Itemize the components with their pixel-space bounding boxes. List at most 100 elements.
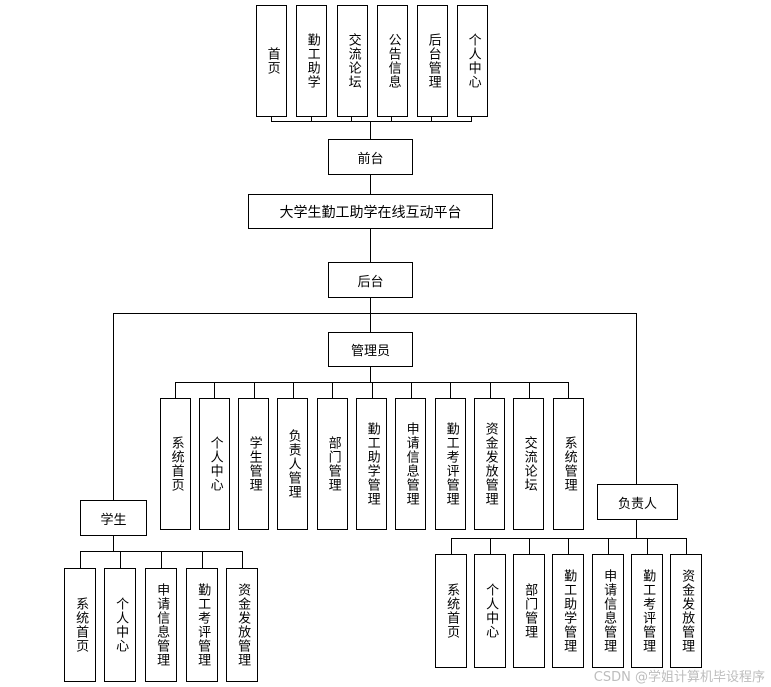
module-label: 个人中心 <box>483 583 499 639</box>
connector-line <box>370 175 371 194</box>
module-label: 公告信息 <box>385 33 401 89</box>
admin-module: 系统首页 <box>160 398 191 530</box>
module-label: 申请信息管理 <box>601 569 617 653</box>
connector-line <box>411 382 412 398</box>
connector-line <box>311 117 312 121</box>
connector-line <box>214 382 215 398</box>
admin-module: 系统管理 <box>553 398 584 530</box>
manager-module: 勤工助学管理 <box>552 554 584 668</box>
connector-line <box>370 298 371 332</box>
connector-line <box>370 121 371 139</box>
connector-line <box>636 520 637 538</box>
admin-module: 资金发放管理 <box>474 398 505 530</box>
connector-line <box>242 551 243 568</box>
connector-line <box>202 551 203 568</box>
connector-line <box>608 538 609 554</box>
module-label: 勤工考评管理 <box>195 583 211 667</box>
front-module-home: 首页 <box>256 5 287 117</box>
module-label: 后台管理 <box>425 33 441 89</box>
module-label: 部门管理 <box>522 583 538 639</box>
manager-node: 负责人 <box>597 484 678 520</box>
module-label: 申请信息管理 <box>154 583 170 667</box>
admin-module: 勤工考评管理 <box>435 398 466 530</box>
connector-line <box>490 382 491 398</box>
module-label: 资金发放管理 <box>482 422 498 506</box>
connector-line <box>686 538 687 554</box>
module-label: 勤工助学管理 <box>364 422 380 506</box>
module-label: 资金发放管理 <box>679 569 695 653</box>
manager-module: 资金发放管理 <box>670 554 702 668</box>
connector-line <box>293 382 294 398</box>
front-module-forum: 交流论坛 <box>337 5 368 117</box>
module-label: 勤工考评管理 <box>443 422 459 506</box>
student-label: 学生 <box>100 512 127 528</box>
connector-line <box>161 551 162 568</box>
front-module-backend: 后台管理 <box>417 5 448 117</box>
admin-module: 申请信息管理 <box>395 398 426 530</box>
connector-line <box>450 382 451 398</box>
admin-module: 个人中心 <box>199 398 230 530</box>
connector-line <box>568 382 569 398</box>
module-label: 交流论坛 <box>345 33 361 89</box>
module-label: 勤工助学管理 <box>561 569 577 653</box>
manager-label: 负责人 <box>617 496 657 512</box>
student-module: 系统首页 <box>64 568 96 682</box>
front-module-work-study: 勤工助学 <box>296 5 327 117</box>
connector-line <box>370 367 371 382</box>
connector-line <box>271 117 272 121</box>
admin-node: 管理员 <box>328 332 413 367</box>
connector-line <box>647 538 648 554</box>
connector-line <box>113 313 637 314</box>
admin-module: 部门管理 <box>317 398 348 530</box>
student-module: 申请信息管理 <box>145 568 177 682</box>
module-label: 勤工助学 <box>304 33 320 89</box>
platform-node: 大学生勤工助学在线互动平台 <box>248 194 493 229</box>
admin-module: 勤工助学管理 <box>356 398 387 530</box>
connector-line <box>451 538 687 539</box>
manager-module: 个人中心 <box>474 554 506 668</box>
admin-module: 学生管理 <box>238 398 269 530</box>
module-label: 首页 <box>264 47 280 75</box>
front-module-personal: 个人中心 <box>457 5 488 117</box>
module-label: 个人中心 <box>465 33 481 89</box>
connector-line <box>254 382 255 398</box>
admin-module: 交流论坛 <box>513 398 544 530</box>
connector-line <box>636 313 637 484</box>
connector-line <box>332 382 333 398</box>
connector-line <box>351 117 352 121</box>
student-module: 勤工考评管理 <box>186 568 218 682</box>
connector-line <box>529 382 530 398</box>
module-label: 资金发放管理 <box>235 583 251 667</box>
module-label: 系统首页 <box>73 597 89 653</box>
manager-module: 部门管理 <box>513 554 545 668</box>
connector-line <box>370 229 371 262</box>
connector-line <box>568 538 569 554</box>
connector-line <box>471 117 472 121</box>
connector-line <box>372 382 373 398</box>
connector-line <box>113 536 114 551</box>
connector-line <box>529 538 530 554</box>
backend-label: 后台 <box>357 274 384 290</box>
module-label: 个人中心 <box>113 597 129 653</box>
student-module: 个人中心 <box>104 568 136 682</box>
connector-line <box>271 121 472 122</box>
platform-title: 大学生勤工助学在线互动平台 <box>279 204 462 221</box>
connector-line <box>113 313 114 500</box>
connector-line <box>490 538 491 554</box>
student-module: 资金发放管理 <box>226 568 258 682</box>
module-label: 个人中心 <box>207 436 223 492</box>
connector-line <box>120 551 121 568</box>
frontend-label: 前台 <box>357 151 384 167</box>
frontend-node: 前台 <box>328 139 413 175</box>
connector-line <box>391 117 392 121</box>
admin-module: 负责人管理 <box>277 398 308 530</box>
backend-node: 后台 <box>328 262 413 298</box>
manager-module: 勤工考评管理 <box>631 554 663 668</box>
connector-line <box>175 382 176 398</box>
module-label: 学生管理 <box>246 436 262 492</box>
manager-module: 系统首页 <box>435 554 467 668</box>
module-label: 系统首页 <box>444 583 460 639</box>
student-node: 学生 <box>80 500 147 536</box>
module-label: 系统首页 <box>168 436 184 492</box>
admin-label: 管理员 <box>350 344 390 359</box>
